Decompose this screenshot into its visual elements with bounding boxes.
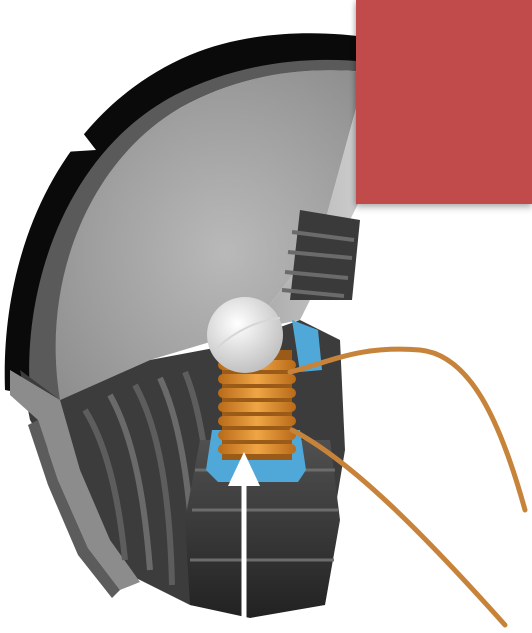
voice-coil	[218, 360, 296, 454]
red-panel	[356, 0, 532, 204]
dust-cap	[207, 297, 283, 373]
